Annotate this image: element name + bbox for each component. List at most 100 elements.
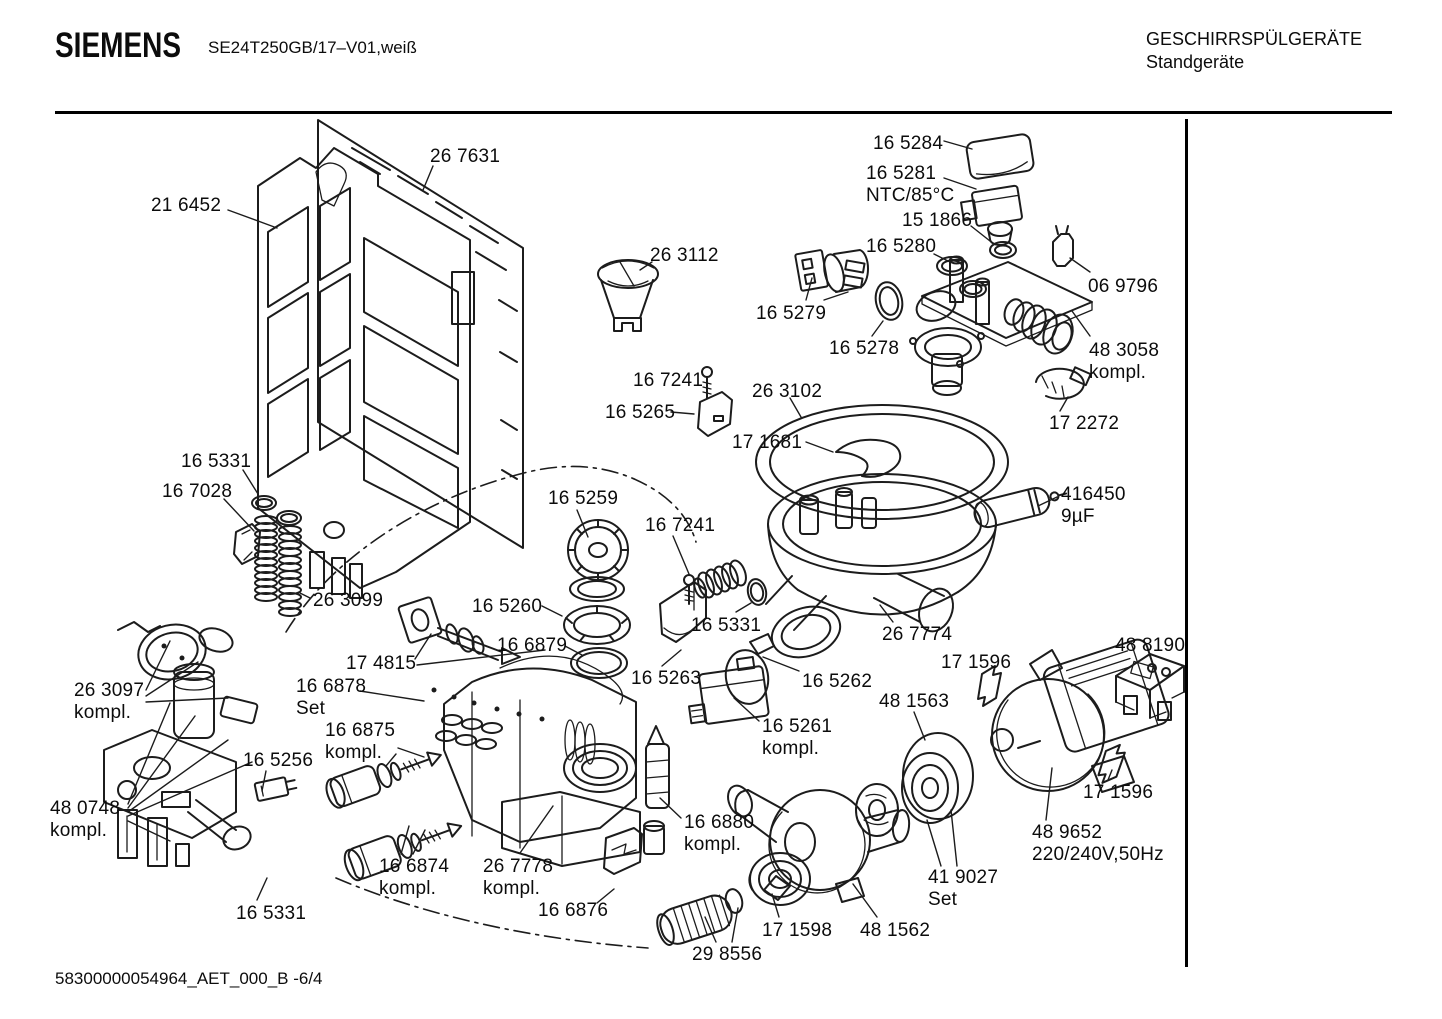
right-border-line (1185, 119, 1188, 967)
part-drawing-cover-16-5284 (965, 133, 1035, 180)
part-label-16-5331-c: 16 5331 (236, 903, 307, 924)
part-label-26-7778: 26 7778 kompl. (483, 856, 554, 899)
part-label-416450: 416450 9µF (1061, 484, 1126, 527)
part-drawing-motor-48-9652 (991, 638, 1170, 793)
part-drawing-plate-16-6876 (603, 827, 643, 875)
part-label-26-3112: 26 3112 (650, 245, 719, 266)
part-drawing-clip-17-1596-b (1097, 743, 1126, 784)
part-drawing-tank-26-7778 (435, 655, 641, 867)
leader-lines (127, 140, 1113, 943)
part-label-17-1596-b: 17 1596 (1083, 782, 1154, 803)
part-drawing-clip-16-7028 (233, 523, 261, 565)
part-label-48-1562: 48 1562 (860, 920, 931, 941)
part-drawing-sump-26-7774 (765, 473, 997, 659)
part-drawing-heater-assembly-48-3058 (909, 255, 1093, 396)
part-drawing-fuse-06-9796 (1052, 225, 1074, 267)
part-drawing-cap-16-5259 (567, 519, 629, 602)
part-drawing-sump-lid-26-3102 (755, 404, 1009, 520)
part-label-26-3099: 26 3099 (313, 590, 384, 611)
part-label-16-5261: 16 5261 kompl. (762, 716, 833, 759)
part-drawing-switch-16-5279 (794, 249, 870, 293)
part-label-16-5256: 16 5256 (243, 750, 314, 771)
part-drawing-valve-48-0748 (103, 729, 252, 867)
part-label-48-1563: 48 1563 (879, 691, 950, 712)
part-label-17-1681: 17 1681 (732, 432, 803, 453)
part-drawing-bracket-16-5265 (697, 391, 733, 437)
assembly-group-curves (285, 465, 697, 949)
part-label-16-6876: 16 6876 (538, 900, 609, 921)
part-drawing-connector-16-5256 (253, 776, 298, 802)
part-label-16-5331-b: 16 5331 (691, 615, 762, 636)
part-label-16-7241-b: 16 7241 (645, 515, 716, 536)
part-drawing-seal-15-1866 (989, 241, 1017, 259)
part-drawing-capacitor-416450 (973, 486, 1068, 529)
part-drawing-inlet-26-3097 (117, 621, 259, 739)
part-drawing-impeller-set-41-9027 (855, 728, 1014, 837)
part-drawing-shaft-17-4815 (397, 596, 521, 665)
header-divider (55, 111, 1392, 114)
part-label-16-7241-a: 16 7241 (633, 370, 704, 391)
part-label-21-6452: 21 6452 (151, 195, 222, 216)
part-label-17-1598: 17 1598 (762, 920, 833, 941)
part-label-41-9027: 41 9027 Set (928, 867, 999, 910)
part-drawing-clip-17-1596-a (977, 665, 1002, 707)
part-drawing-set-dots-16-6878 (431, 687, 545, 722)
part-drawing-oring-16-5262 (724, 649, 770, 705)
category-subtitle: Standgeräte (1146, 52, 1245, 72)
part-drawing-valve-16-5261 (688, 656, 770, 725)
part-label-16-5278: 16 5278 (829, 338, 900, 359)
part-label-16-5262: 16 5262 (802, 671, 873, 692)
part-label-16-5259: 16 5259 (548, 488, 619, 509)
part-drawing-solenoid-16-6875 (325, 751, 442, 809)
part-label-16-5263: 16 5263 (631, 668, 702, 689)
part-drawing-oring-16-5278 (874, 281, 904, 321)
part-drawing-clamp-17-2272 (1035, 366, 1092, 400)
part-label-48-9652: 48 9652 220/240V,50Hz (1032, 822, 1164, 865)
part-drawing-bracket-48-8190 (1115, 653, 1185, 721)
part-drawing-hose-29-8556 (656, 888, 744, 946)
part-label-16-5331-a: 16 5331 (181, 451, 252, 472)
part-drawing-flap-17-1681 (835, 438, 902, 478)
part-drawing-lock-ring-16-5260 (563, 605, 631, 645)
part-label-17-4815: 17 4815 (346, 653, 417, 674)
part-drawing-screw-16-7241-b (683, 574, 695, 605)
part-label-16-5284: 16 5284 (873, 133, 944, 154)
part-label-29-8556: 29 8556 (692, 944, 763, 965)
part-label-15-1866: 15 1866 (902, 210, 973, 231)
part-label-16-6879: 16 6879 (497, 635, 568, 656)
part-drawing-funnel-26-3112 (597, 259, 659, 332)
part-label-16-5265: 16 5265 (605, 402, 676, 423)
part-drawing-dispenser-16-6880 (643, 725, 670, 855)
part-label-16-7028: 16 7028 (162, 481, 233, 502)
part-drawing-oring-16-6879 (570, 647, 628, 679)
part-label-16-5260: 16 5260 (472, 596, 543, 617)
part-drawing-pump-48-1562 (727, 784, 911, 903)
part-label-17-1596-a: 17 1596 (941, 652, 1012, 673)
part-drawing-screw-16-7241-a (701, 366, 713, 399)
part-label-16-6875: 16 6875 kompl. (325, 720, 396, 763)
part-drawing-molded-panel-21-6452 (257, 147, 475, 599)
part-label-16-5280: 16 5280 (866, 236, 937, 257)
part-label-48-0748: 48 0748 kompl. (50, 798, 121, 841)
part-label-16-5279: 16 5279 (756, 303, 827, 324)
part-label-26-7774: 26 7774 (882, 624, 953, 645)
part-label-06-9796: 06 9796 (1088, 276, 1159, 297)
part-label-17-2272: 17 2272 (1049, 413, 1120, 434)
part-drawing-solenoid-16-6874 (343, 822, 463, 882)
part-drawing-hose-16-5331-mid (693, 559, 775, 655)
part-label-26-3097: 26 3097 kompl. (74, 680, 145, 723)
part-label-48-8190: 48 8190 (1115, 635, 1186, 656)
part-label-16-6880: 16 6880 kompl. (684, 812, 755, 855)
part-drawing-back-panel-26-7631 (317, 119, 524, 549)
model-number: SE24T250GB/17–V01,weiß (208, 38, 417, 57)
part-label-16-6874: 16 6874 kompl. (379, 856, 450, 899)
part-label-26-7631: 26 7631 (430, 146, 501, 167)
part-label-48-3058: 48 3058 kompl. (1089, 340, 1160, 383)
document-id: 58300000054964_AET_000_B -6/4 (55, 969, 323, 988)
part-label-16-5281: 16 5281 NTC/85°C (866, 163, 955, 206)
part-drawing-springs-26-3099 (254, 515, 302, 617)
part-label-26-3102: 26 3102 (752, 381, 823, 402)
brand-logo: SIEMENS (55, 26, 182, 65)
part-drawing-bracket-16-5263 (659, 581, 707, 643)
